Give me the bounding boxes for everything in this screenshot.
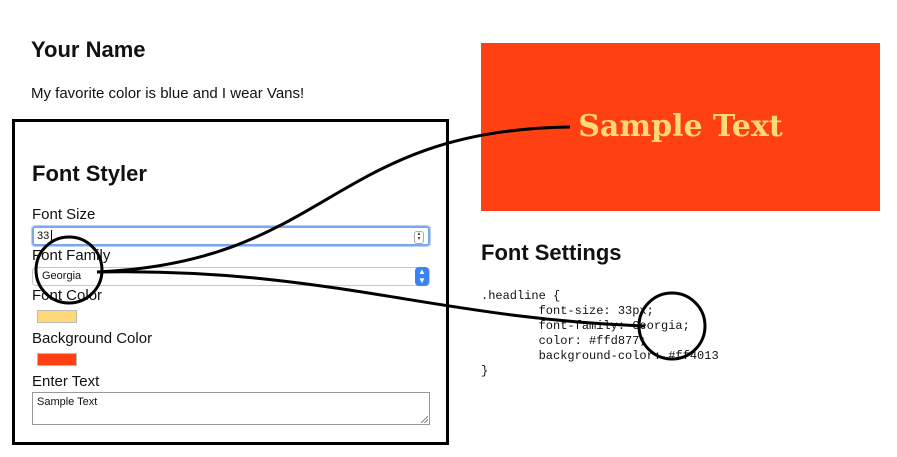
font-color-picker[interactable] (37, 310, 77, 323)
preview-box: Sample Text (481, 43, 880, 211)
code-line: color: #ffd877; (481, 334, 647, 348)
enter-text-textarea[interactable]: Sample Text (32, 392, 430, 425)
text-caret (51, 230, 52, 242)
resize-grip-icon[interactable] (421, 416, 428, 423)
font-family-select[interactable]: Georgia ▲▼ (32, 267, 430, 286)
stepper-arrows-icon[interactable]: ▴▾ (414, 231, 424, 244)
chevron-updown-icon[interactable]: ▲▼ (415, 267, 429, 286)
font-styler-title: Font Styler (32, 161, 147, 186)
css-code-block: .headline { font-size: 33px; font-family… (481, 289, 719, 379)
font-styler-panel: Font Styler Font Size 33 ▴▾ Font Family … (12, 119, 449, 445)
background-color-picker[interactable] (37, 353, 77, 366)
code-line: } (481, 364, 489, 378)
code-line: background-color: #ff4013 (481, 349, 719, 363)
font-color-label: Font Color (32, 287, 103, 304)
enter-text-label: Enter Text (32, 373, 100, 390)
background-color-label: Background Color (32, 330, 153, 347)
font-size-label: Font Size (32, 206, 96, 223)
font-family-value: Georgia (42, 270, 82, 282)
code-line: font-family: Georgia; (481, 319, 690, 333)
page-title: Your Name (31, 37, 146, 62)
font-family-label: Font Family (32, 247, 111, 264)
intro-text: My favorite color is blue and I wear Van… (31, 85, 305, 102)
font-size-value: 33 (37, 230, 50, 242)
preview-text: Sample Text (578, 109, 783, 144)
code-line: font-size: 33px; (481, 304, 654, 318)
enter-text-value: Sample Text (37, 396, 98, 408)
code-line: .headline { (481, 289, 561, 303)
font-size-input[interactable]: 33 ▴▾ (32, 226, 430, 246)
font-settings-title: Font Settings (481, 240, 622, 265)
